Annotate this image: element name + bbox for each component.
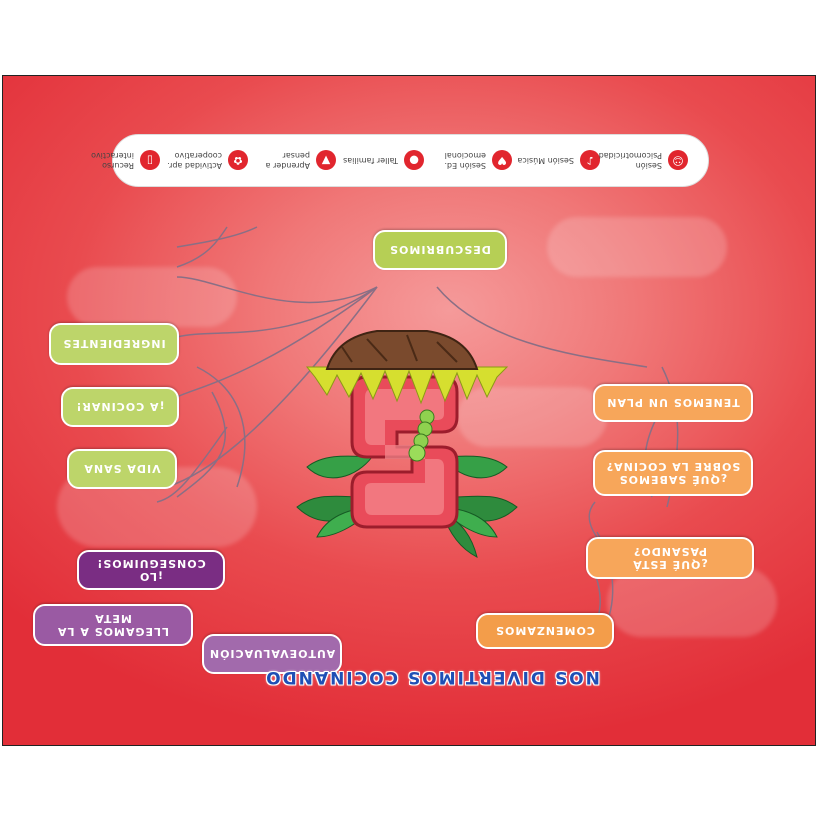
- connector-line: [196, 366, 246, 488]
- legend-label: Sesión Música: [517, 156, 574, 166]
- connector-line: [176, 226, 258, 248]
- tablet-icon: ▯: [140, 150, 160, 171]
- connector-lines: [156, 226, 679, 633]
- node-que-esta-pasando: ¿QUÉ ESTÁ PASANDO?: [586, 537, 754, 579]
- map-title: NOS DIVERTIMOS COCINANDO: [264, 667, 600, 687]
- connector-line: [176, 391, 226, 498]
- legend-label: Recurso interactivo: [91, 151, 134, 171]
- mascot-letter-s-illustration: [296, 330, 518, 558]
- rock-mound: [325, 330, 479, 370]
- legend-label: Sesión Psicomotricidad: [598, 151, 662, 171]
- node-a-cocinar: ¡A COCINAR!: [61, 387, 179, 427]
- connector-line: [176, 276, 378, 304]
- node-tenemos-un-plan: TENEMOS UN PLAN: [593, 384, 753, 422]
- psychomotor-icon: ☺: [668, 150, 688, 171]
- connector-line: [176, 286, 378, 338]
- legend-label: Taller familias: [343, 156, 398, 166]
- mind-map-frame: COMENZAMOS ¿QUÉ ESTÁ PASANDO? ¿QUÉ SABEM…: [2, 75, 816, 746]
- session-legend: ☺ Sesión Psicomotricidad ♪ Sesión Música…: [91, 134, 709, 187]
- heart-icon: ♥: [492, 150, 512, 171]
- connector-line: [166, 286, 378, 488]
- connector-line: [156, 426, 228, 503]
- legend-item: ● Taller familias: [336, 150, 424, 171]
- letter-s-body: [350, 375, 459, 529]
- legend-label: Sesión Ed. emocional: [444, 151, 486, 171]
- node-comenzamos: COMENZAMOS: [476, 613, 614, 649]
- node-que-sabemos: ¿QUÉ SABEMOS SOBRE LA COCINA?: [593, 450, 753, 496]
- grass-fringe: [305, 366, 509, 405]
- drop-icon: ▼: [316, 150, 336, 171]
- legend-item: ▼ Aprender a pensar: [248, 150, 336, 171]
- legend-item: ♥ Sesión Ed. emocional: [424, 150, 512, 171]
- legend-item: ✿ Actividad apr. cooperativo: [160, 150, 248, 171]
- node-lo-conseguimos: ¡LO CONSEGUIMOS!: [77, 550, 225, 590]
- node-vida-sana: VIDA SANA: [67, 449, 177, 489]
- node-descubrimos: DESCUBRIMOS: [373, 230, 507, 270]
- connector-line: [176, 286, 378, 398]
- legend-item: ☺ Sesión Psicomotricidad: [598, 150, 688, 171]
- family-icon: ●: [404, 150, 424, 171]
- connector-line: [176, 226, 228, 268]
- legend-label: Aprender a pensar: [265, 151, 310, 171]
- node-llegamos-a-la-meta: LLEGAMOS A LA META: [33, 604, 193, 646]
- caterpillar: [408, 409, 435, 462]
- legend-label: Actividad apr. cooperativo: [167, 151, 222, 171]
- node-ingredientes: INGREDIENTES: [49, 323, 179, 365]
- music-icon: ♪: [580, 150, 600, 171]
- mind-map-stage: COMENZAMOS ¿QUÉ ESTÁ PASANDO? ¿QUÉ SABEM…: [3, 76, 815, 745]
- legend-item: ▯ Recurso interactivo: [72, 150, 160, 171]
- cooperative-icon: ✿: [228, 150, 248, 171]
- connector-line: [436, 286, 648, 368]
- legend-item: ♪ Sesión Música: [512, 150, 600, 171]
